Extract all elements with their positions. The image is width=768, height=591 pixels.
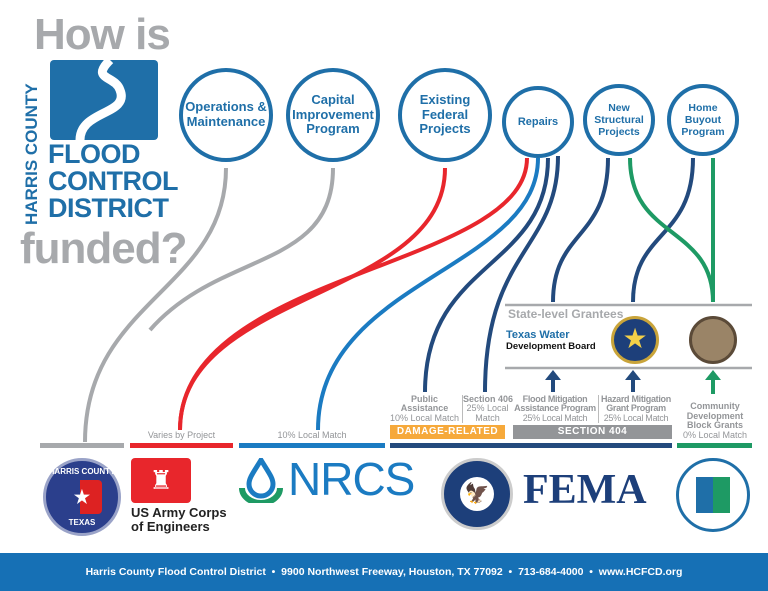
flow-406-repairs: [483, 155, 560, 393]
twdb-logo: Texas Water Development Board: [506, 329, 596, 353]
title-funded: funded?: [20, 224, 188, 273]
flow-county-ops: [83, 167, 228, 443]
bar-usace: [130, 443, 233, 448]
nrcs-logo-text: NRCS: [288, 453, 415, 505]
fema-logo-text: FEMA: [523, 467, 647, 513]
title-control: CONTROL: [48, 166, 178, 196]
bar-hud: [677, 443, 752, 448]
title-district: DISTRICT: [48, 193, 169, 223]
title-vertical: HARRIS COUNTY: [22, 83, 41, 225]
texas-glo-seal: [689, 316, 737, 364]
circle-capital-improvement: Capital Improvement Program: [286, 68, 380, 162]
hud-seal: [676, 458, 750, 532]
bar-harris-county: [40, 443, 124, 448]
circle-repairs: Repairs: [502, 86, 574, 158]
flow-usace-repairs: [178, 157, 529, 431]
title-how-is: How is: [34, 10, 171, 59]
footer: Harris County Flood Control District • 9…: [0, 553, 768, 591]
flow-county-capital: [148, 167, 335, 332]
circle-operations-maintenance: Operations & Maintenance: [179, 68, 273, 162]
harris-county-seal: HARRIS COUNTY ★ TEXAS: [43, 458, 121, 536]
dhs-seal: 🦅: [441, 458, 513, 530]
flow-hmgp-buyout: [631, 157, 695, 303]
flow-fma-new: [551, 157, 610, 303]
bar-nrcs: [239, 443, 385, 448]
usace-castle-icon: ♜: [131, 458, 191, 503]
grantees-heading: State-level Grantees: [508, 307, 624, 321]
circle-new-structural: New Structural Projects: [583, 84, 655, 156]
flow-pa-repairs: [423, 157, 550, 393]
bar-fema: [390, 443, 672, 448]
flow-nrcs-repairs: [316, 157, 540, 431]
hcfcd-logo: [50, 56, 158, 141]
circle-existing-federal: Existing Federal Projects: [398, 68, 492, 162]
circle-home-buyout: Home Buyout Program: [667, 84, 739, 156]
usace-match-label: Varies by Project: [130, 430, 233, 441]
flow-cdbg-new: [628, 157, 715, 303]
nrcs-match-label: 10% Local Match: [239, 430, 385, 441]
damage-related-tag: DAMAGE-RELATED: [390, 425, 505, 439]
section404-tag: SECTION 404: [513, 425, 672, 439]
title-flood: FLOOD: [48, 139, 141, 169]
texas-dps-seal: ★: [611, 316, 659, 364]
nrcs-drop-icon: [239, 458, 283, 503]
